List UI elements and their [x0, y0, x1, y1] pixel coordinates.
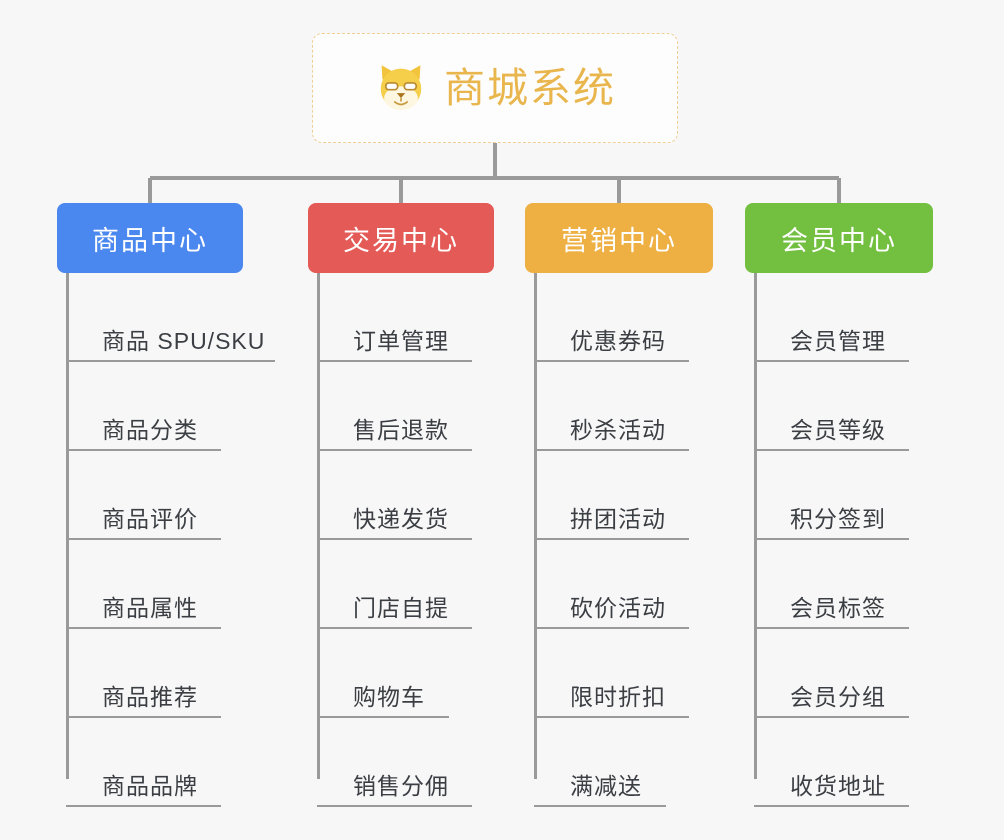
- list-item[interactable]: 商品品牌: [57, 718, 243, 807]
- list-item[interactable]: 优惠券码: [525, 273, 713, 362]
- shiba-dog-icon: [380, 65, 422, 110]
- leaf-label: 会员标签: [790, 595, 886, 621]
- leaf-label: 砍价活动: [570, 595, 666, 621]
- leaf-label: 商品属性: [102, 595, 198, 621]
- leaf-label: 售后退款: [353, 417, 449, 443]
- leaf-label: 秒杀活动: [570, 417, 666, 443]
- list-item[interactable]: 满减送: [525, 718, 713, 807]
- root-node[interactable]: 商城系统: [312, 33, 678, 143]
- category-label-2: 营销中心: [561, 225, 677, 256]
- list-item[interactable]: 购物车: [308, 629, 494, 718]
- category-label-3: 会员中心: [781, 225, 897, 256]
- leaf-underline: [317, 805, 472, 807]
- leaf-underline: [534, 716, 689, 718]
- leaf-underline: [317, 360, 472, 362]
- leaf-label: 优惠券码: [570, 328, 666, 354]
- leaf-underline: [754, 627, 909, 629]
- leaf-label: 收货地址: [790, 773, 886, 799]
- root-title: 商城系统: [444, 64, 616, 111]
- category-box-1[interactable]: 交易中心: [308, 203, 494, 273]
- leaf-underline: [317, 716, 449, 718]
- list-item[interactable]: 会员管理: [745, 273, 933, 362]
- list-item[interactable]: 售后退款: [308, 362, 494, 451]
- leaf-label: 会员管理: [790, 328, 886, 354]
- leaf-label: 快递发货: [353, 506, 449, 532]
- leaf-label: 限时折扣: [570, 684, 666, 710]
- list-item[interactable]: 会员分组: [745, 629, 933, 718]
- list-item[interactable]: 会员标签: [745, 540, 933, 629]
- leaf-underline: [66, 627, 221, 629]
- list-item[interactable]: 商品属性: [57, 540, 243, 629]
- list-item[interactable]: 商品评价: [57, 451, 243, 540]
- leaf-label: 拼团活动: [570, 506, 666, 532]
- list-item[interactable]: 拼团活动: [525, 451, 713, 540]
- leaf-list-2: 优惠券码 秒杀活动 拼团活动 砍价活动 限时折扣 满减送: [525, 273, 713, 807]
- leaf-underline: [754, 360, 909, 362]
- leaf-underline: [66, 360, 275, 362]
- leaf-underline: [66, 805, 221, 807]
- list-item[interactable]: 限时折扣: [525, 629, 713, 718]
- branch-column-0: 商品中心 商品 SPU/SKU 商品分类 商品评价 商品属性 商品推荐: [57, 203, 275, 807]
- leaf-label: 会员等级: [790, 417, 886, 443]
- branch-column-2: 营销中心 优惠券码 秒杀活动 拼团活动 砍价活动 限时折扣: [525, 203, 713, 807]
- leaf-underline: [317, 449, 472, 451]
- list-item[interactable]: 商品分类: [57, 362, 243, 451]
- leaf-underline: [534, 538, 689, 540]
- list-item[interactable]: 砍价活动: [525, 540, 713, 629]
- leaf-label: 订单管理: [353, 328, 449, 354]
- leaf-label: 积分签到: [790, 506, 886, 532]
- category-label-1: 交易中心: [343, 225, 459, 256]
- leaf-list-3: 会员管理 会员等级 积分签到 会员标签 会员分组 收货地址: [745, 273, 933, 807]
- category-box-2[interactable]: 营销中心: [525, 203, 713, 273]
- list-item[interactable]: 会员等级: [745, 362, 933, 451]
- leaf-label: 商品品牌: [102, 773, 198, 799]
- leaf-underline: [534, 805, 666, 807]
- leaf-underline: [754, 449, 909, 451]
- leaf-underline: [754, 716, 909, 718]
- list-item[interactable]: 商品 SPU/SKU: [57, 273, 275, 362]
- leaf-label: 商品分类: [102, 417, 198, 443]
- branch-column-1: 交易中心 订单管理 售后退款 快递发货 门店自提 购物车: [308, 203, 494, 807]
- leaf-underline: [754, 805, 909, 807]
- leaf-label: 满减送: [570, 773, 642, 799]
- leaf-label: 门店自提: [353, 595, 449, 621]
- leaf-underline: [534, 360, 689, 362]
- leaf-underline: [317, 538, 472, 540]
- list-item[interactable]: 订单管理: [308, 273, 494, 362]
- leaf-list-0: 商品 SPU/SKU 商品分类 商品评价 商品属性 商品推荐 商品品牌: [57, 273, 275, 807]
- branch-column-3: 会员中心 会员管理 会员等级 积分签到 会员标签 会员分组: [745, 203, 933, 807]
- leaf-underline: [534, 627, 689, 629]
- category-box-3[interactable]: 会员中心: [745, 203, 933, 273]
- leaf-label: 购物车: [353, 684, 425, 710]
- list-item[interactable]: 秒杀活动: [525, 362, 713, 451]
- list-item[interactable]: 门店自提: [308, 540, 494, 629]
- leaf-label: 会员分组: [790, 684, 886, 710]
- leaf-underline: [754, 538, 909, 540]
- leaf-label: 销售分佣: [353, 773, 449, 799]
- leaf-label: 商品 SPU/SKU: [102, 328, 266, 354]
- leaf-underline: [534, 449, 689, 451]
- leaf-label: 商品评价: [102, 506, 198, 532]
- leaf-list-1: 订单管理 售后退款 快递发货 门店自提 购物车 销售分佣: [308, 273, 494, 807]
- leaf-underline: [66, 449, 221, 451]
- category-box-0[interactable]: 商品中心: [57, 203, 243, 273]
- list-item[interactable]: 收货地址: [745, 718, 933, 807]
- list-item[interactable]: 积分签到: [745, 451, 933, 540]
- leaf-underline: [66, 538, 221, 540]
- list-item[interactable]: 商品推荐: [57, 629, 243, 718]
- category-label-0: 商品中心: [92, 225, 208, 256]
- leaf-underline: [66, 716, 221, 718]
- leaf-underline: [317, 627, 472, 629]
- leaf-label: 商品推荐: [102, 684, 198, 710]
- list-item[interactable]: 销售分佣: [308, 718, 494, 807]
- list-item[interactable]: 快递发货: [308, 451, 494, 540]
